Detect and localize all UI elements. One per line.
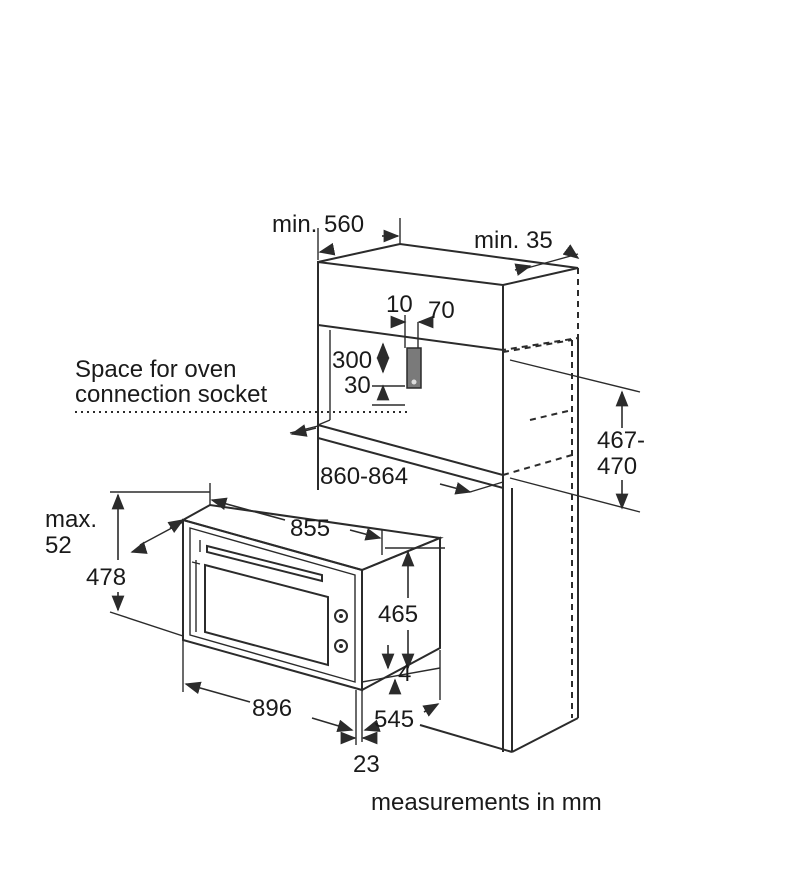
label-niche-height-2: 470 bbox=[597, 453, 637, 480]
oven-front bbox=[182, 518, 363, 692]
label-socket-line1: Space for oven bbox=[75, 356, 236, 383]
oven-handle bbox=[206, 544, 323, 583]
label-socket-300: 300 bbox=[332, 347, 372, 374]
label-oven-inner-width: 855 bbox=[290, 515, 330, 542]
label-niche-width: 860-864 bbox=[320, 463, 408, 490]
oven-door-window bbox=[204, 563, 329, 667]
label-units-note: measurements in mm bbox=[371, 789, 602, 816]
cabinet bbox=[317, 242, 579, 753]
label-min-back: min. 35 bbox=[474, 227, 553, 254]
label-oven-depth: 545 bbox=[374, 706, 414, 733]
label-oven-width: 896 bbox=[252, 695, 292, 722]
label-max-1: max. bbox=[45, 506, 97, 533]
label-socket-70: 70 bbox=[428, 297, 455, 324]
cabinet-top-surface bbox=[317, 242, 579, 286]
label-max-2: 52 bbox=[45, 532, 72, 559]
connection-socket bbox=[406, 347, 422, 389]
label-min-width: min. 560 bbox=[272, 211, 364, 238]
label-oven-gap: 4 bbox=[398, 660, 411, 687]
oven-knob-1 bbox=[334, 609, 348, 623]
label-oven-inner-height: 465 bbox=[378, 601, 418, 628]
label-panel-thickness: 23 bbox=[353, 751, 380, 778]
label-socket-line2: connection socket bbox=[75, 381, 267, 408]
label-niche-height-1: 467- bbox=[597, 427, 645, 454]
oven-knob-2 bbox=[334, 639, 348, 653]
oven bbox=[180, 503, 444, 692]
oven-side bbox=[361, 536, 441, 691]
label-socket-10: 10 bbox=[386, 291, 413, 318]
label-socket-30: 30 bbox=[344, 372, 371, 399]
label-oven-height: 478 bbox=[86, 564, 126, 591]
